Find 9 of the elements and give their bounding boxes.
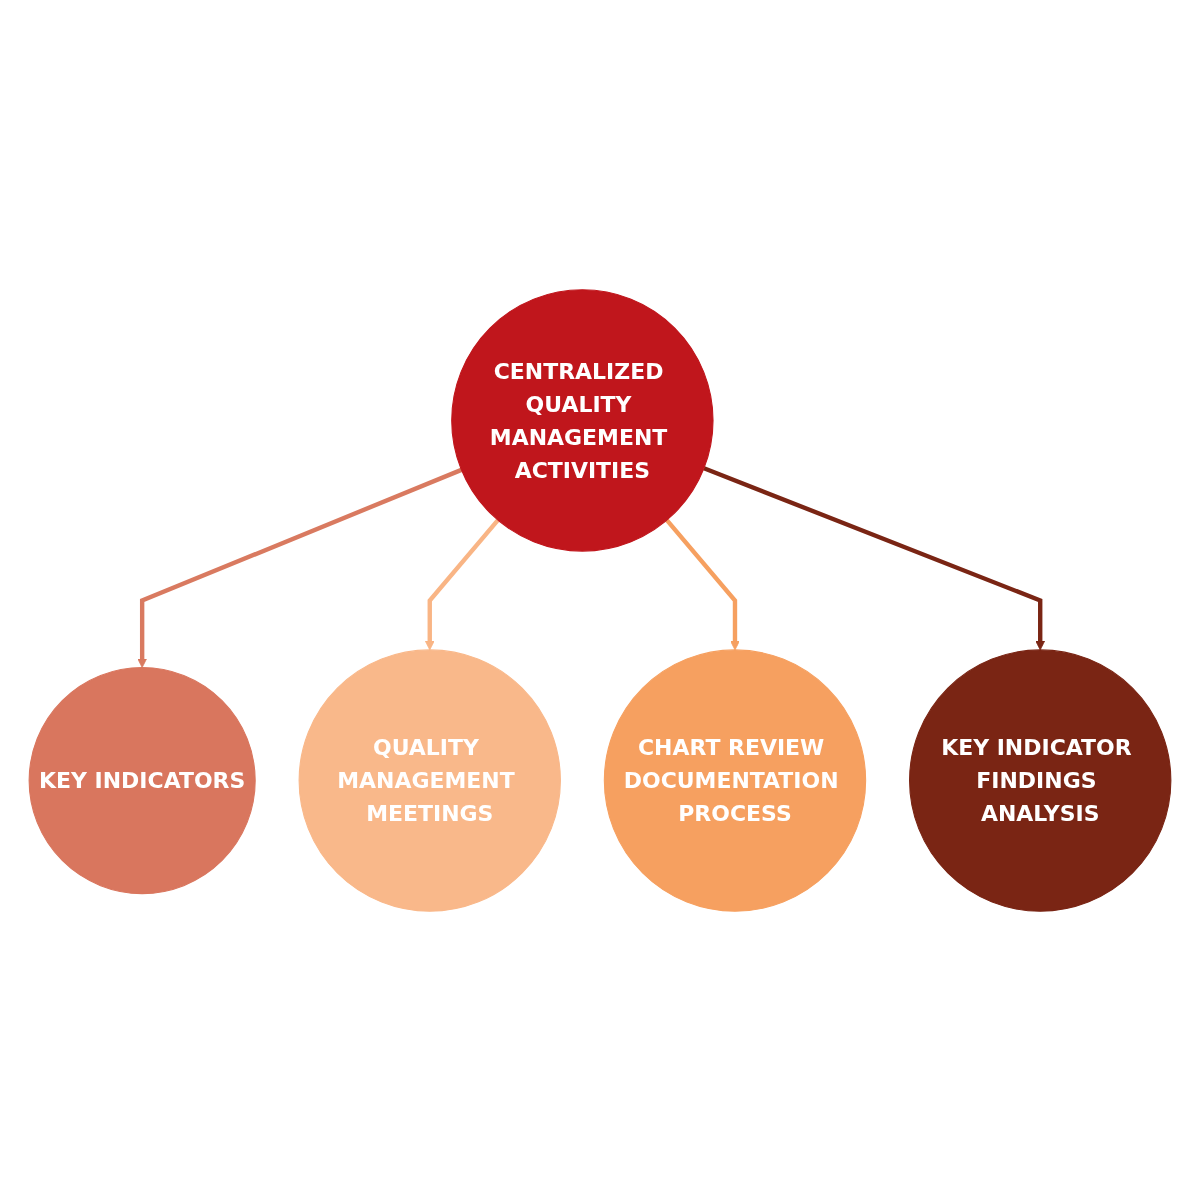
- circle-node: QUALITY MANAGEMENT MEETINGS: [298, 648, 561, 912]
- circle-node: KEY INDICATOR FINDINGS ANALYSIS: [909, 648, 1172, 912]
- arrow: [703, 465, 1046, 650]
- arrow: [665, 518, 740, 650]
- arrow: [424, 518, 500, 650]
- circle-node: KEY INDICATORS: [28, 666, 256, 894]
- arrow: [137, 467, 463, 668]
- circle-node: CHART REVIEW DOCUMENTATION PROCESS: [603, 648, 867, 912]
- circle-node: CENTRALIZED QUALITY MANAGEMENT ACTIVITIES: [451, 288, 714, 552]
